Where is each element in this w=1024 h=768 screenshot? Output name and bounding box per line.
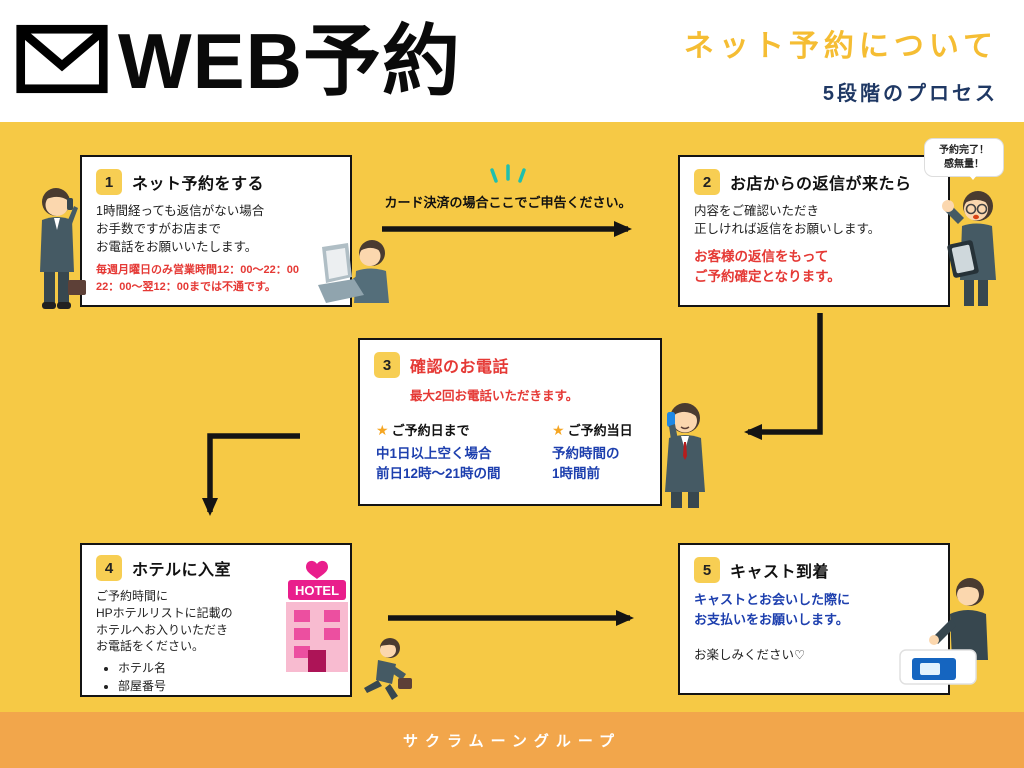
step-2-title: お店からの返信が来たら (730, 176, 912, 193)
star-icon: ★ (376, 421, 389, 438)
header: WEB予約 ネット予約について 5段階のプロセス (0, 0, 1024, 122)
step-3-subtitle: 最大2回お電話いただきます。 (410, 389, 579, 403)
speech-bubble-text: 予約完了！ 感無量！ (939, 145, 989, 170)
step-4-bullet-room-number: 部屋番号 (118, 677, 268, 695)
step-3-number-badge: 3 (374, 352, 400, 378)
person-laptop-illustration (314, 233, 398, 314)
step-1-number-badge: 1 (96, 169, 122, 195)
step-4-bullet-list: ホテル名 部屋番号 (118, 659, 268, 695)
step-3-right-heading: ★ ご予約当日 (552, 420, 633, 439)
step-3-title: 確認のお電話 (410, 359, 510, 376)
step-1-note: 毎週月曜日のみ営業時間12：00〜22：00 22：00〜翌12：00までは不通… (96, 264, 299, 293)
speech-bubble: 予約完了！ 感無量！ (924, 138, 1004, 180)
step-1-body: 1時間経っても返信がない場合 お手数ですがお店まで お電話をお願いいたします。 (96, 204, 265, 255)
step-4-body: ご予約時間に HPホテルリストに記載の ホテルへお入りいただき お電話をください… (96, 589, 233, 654)
step-4-header: 4 ホテルに入室 (96, 555, 336, 581)
step-4-box: 4 ホテルに入室 ご予約時間に HPホテルリストに記載の ホテルへお入りいただき… (80, 543, 352, 697)
step-3-column-before: ★ ご予約日まで 中1日以上空く場合 前日12時〜21時の間 (376, 420, 528, 485)
hotel-sign-text: HOTEL (295, 583, 339, 598)
footer-text: サクラムーングループ (403, 732, 621, 750)
step-5-note: お楽しみください♡ (694, 648, 806, 663)
step-3-header: 3 確認のお電話 (374, 352, 646, 378)
step-1-header: 1 ネット予約をする (96, 169, 336, 195)
step-1-title: ネット予約をする (132, 176, 265, 193)
step-5-number-badge: 5 (694, 557, 720, 583)
step-2-body: 内容をご確認いただき 正しければ返信をお願いします。 (694, 204, 881, 237)
step-5-header: 5 キャスト到着 (694, 557, 934, 583)
arrow-step3-to-step4 (202, 433, 300, 516)
step-3-right-heading-text: ご予約当日 (567, 423, 633, 438)
step-4-number-badge: 4 (96, 555, 122, 581)
businessman-phone-illustration (24, 184, 86, 317)
step-3-box: 3 確認のお電話 最大2回お電話いただきます。 ★ ご予約日まで 中1日以上空く… (358, 338, 662, 506)
step-2-note: お客様の返信をもって ご予約確定となります。 (694, 249, 841, 284)
step-2-header: 2 お店からの返信が来たら (694, 169, 934, 195)
man-tablet-illustration (936, 180, 1014, 317)
step-2-box: 2 お店からの返信が来たら 内容をご確認いただき 正しければ返信をお願いします。… (678, 155, 950, 307)
step-4-title: ホテルに入室 (132, 562, 232, 579)
running-man-illustration (354, 636, 412, 711)
card-payment-note-text: カード決済の場合ここでご申告ください。 (384, 195, 632, 210)
step-4-bullet-hotel-name: ホテル名 (118, 659, 268, 677)
step-5-title: キャスト到着 (730, 564, 830, 581)
step-2-number-badge: 2 (694, 169, 720, 195)
arrow-step2-to-step3 (744, 313, 823, 440)
header-subtitle-2: 5段階のプロセス (822, 82, 998, 105)
step-3-column-sameday: ★ ご予約当日 予約時間の 1時間前 (552, 420, 633, 485)
sparkle-icon (372, 164, 644, 189)
header-subtitle: ネット予約について (683, 29, 998, 63)
step-1-box: 1 ネット予約をする 1時間経っても返信がない場合 お手数ですがお店まで お電話… (80, 155, 352, 307)
page-title: WEB予約 (118, 17, 461, 105)
step-3-left-heading: ★ ご予約日まで (376, 420, 528, 439)
step-3-left-heading-text: ご予約日まで (391, 423, 470, 438)
header-right: ネット予約について 5段階のプロセス (684, 17, 998, 106)
hotel-illustration: HOTEL (274, 558, 360, 685)
step-5-body: キャストとお会いした際に お支払いをお願いします。 (694, 592, 851, 628)
man-paying-illustration (898, 572, 1008, 703)
star-icon: ★ (552, 421, 565, 438)
step-3-left-detail: 中1日以上空く場合 前日12時〜21時の間 (376, 446, 501, 482)
card-payment-note: カード決済の場合ここでご申告ください。 (372, 164, 644, 211)
header-left: WEB予約 (14, 21, 461, 102)
envelope-icon (14, 21, 110, 102)
step-3-columns: ★ ご予約日まで 中1日以上空く場合 前日12時〜21時の間 ★ ご予約当日 予… (376, 420, 646, 485)
footer: サクラムーングループ (0, 712, 1024, 768)
man-calling-illustration (645, 396, 725, 513)
step-3-right-detail: 予約時間の 1時間前 (552, 446, 620, 482)
